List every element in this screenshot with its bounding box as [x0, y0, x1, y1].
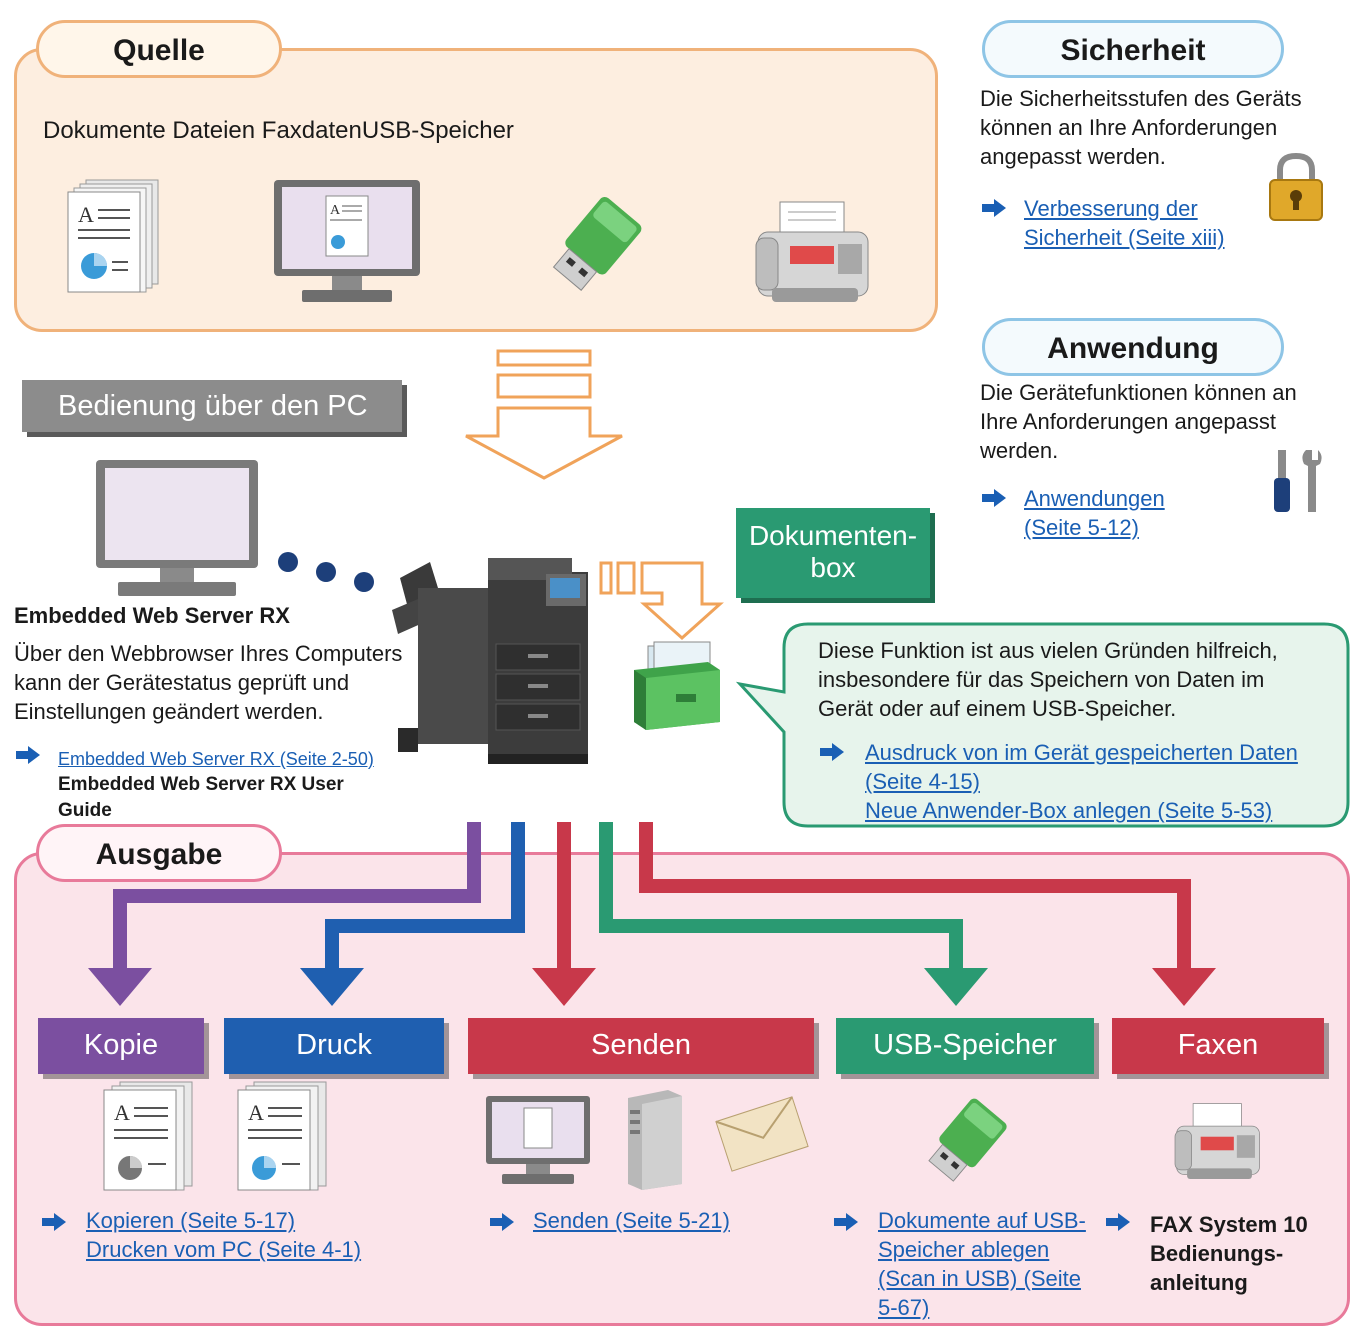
tab-send: Senden	[468, 1018, 814, 1074]
email-envelope-icon	[715, 1096, 809, 1172]
document-box-title-line2: box	[810, 552, 856, 583]
tools-icon	[1274, 450, 1322, 512]
link-arrow-icon	[982, 489, 1006, 507]
stored-data-print-link-line2[interactable]: (Seite 4-15)	[865, 769, 980, 794]
input-arrow	[465, 349, 623, 480]
send-link[interactable]: Senden (Seite 5-21)	[533, 1208, 730, 1233]
embedded-web-server-text: Über den Webbrowser Ihres Computers kann…	[14, 641, 403, 724]
link-arrow-icon	[16, 746, 40, 764]
application-link-line1[interactable]: Anwendungen	[1024, 486, 1165, 511]
padlock-icon	[1269, 152, 1323, 221]
connection-dots	[278, 552, 374, 592]
tab-copy: Kopie	[38, 1018, 204, 1074]
source-title: Quelle	[36, 20, 282, 78]
output-title: Ausgabe	[36, 824, 282, 882]
print-documents-icon: A	[237, 1081, 327, 1191]
pc-operation-title: Bedienung über den PC	[22, 380, 402, 432]
document-box-callout	[735, 622, 1350, 828]
security-link[interactable]: Verbesserung der Sicherheit (Seite xiii)	[1024, 196, 1225, 250]
fax-manual-reference: FAX System 10 Bedienungs-anleitung	[1150, 1212, 1308, 1295]
security-text: Die Sicherheitsstufen des Geräts können …	[980, 86, 1302, 169]
link-arrow-icon	[490, 1213, 514, 1231]
link-arrow-icon	[42, 1213, 66, 1231]
application-link[interactable]: Anwendungen (Seite 5-12)	[1024, 484, 1165, 542]
document-box-text: Diese Funktion ist aus vielen Gründen hi…	[818, 638, 1278, 721]
tab-print: Druck	[224, 1018, 444, 1074]
embedded-web-server-link[interactable]: Embedded Web Server RX (Seite 2-50)	[58, 749, 374, 769]
tab-fax: Faxen	[1112, 1018, 1324, 1074]
monitor-file-icon: A	[274, 180, 420, 302]
usb-stick-icon	[552, 196, 642, 291]
tab-usb-storage: USB-Speicher	[836, 1018, 1094, 1074]
link-arrow-icon	[834, 1213, 858, 1231]
server-icon	[628, 1090, 682, 1190]
storage-arrow	[599, 561, 724, 641]
document-box-title: Dokumenten- box	[736, 508, 930, 598]
print-link[interactable]: Drucken vom PC (Seite 4-1)	[86, 1237, 362, 1262]
stored-data-print-link-line1[interactable]: Ausdruck von im Gerät gespeicherten Date…	[865, 740, 1298, 765]
svg-text:A: A	[78, 202, 94, 227]
fax-machine-icon	[755, 201, 869, 302]
application-text: Die Gerätefunktionen können an Ihre Anfo…	[980, 380, 1297, 463]
output-flow-arrows	[88, 822, 1216, 1006]
link-arrow-icon	[820, 743, 844, 761]
svg-text:A: A	[248, 1100, 264, 1125]
usb-storage-icon	[928, 1098, 1007, 1182]
security-title: Sicherheit	[982, 20, 1284, 78]
stored-data-print-link[interactable]: Ausdruck von im Gerät gespeicherten Date…	[865, 738, 1298, 796]
usb-link[interactable]: Dokumente auf USB-Speicher ablegen (Scan…	[878, 1208, 1086, 1320]
link-arrow-icon	[1106, 1213, 1130, 1231]
send-pc-icon	[486, 1096, 590, 1184]
copy-documents-icon: A	[103, 1081, 193, 1191]
svg-text:A: A	[114, 1100, 130, 1125]
copy-link[interactable]: Kopieren (Seite 5-17)	[86, 1208, 296, 1233]
fax-output-icon	[1174, 1103, 1260, 1179]
svg-text:A: A	[330, 203, 341, 218]
document-box-title-line1: Dokumenten-	[748, 520, 918, 551]
source-types-text: Dokumente Dateien FaxdatenUSB-Speicher	[43, 117, 514, 144]
application-title: Anwendung	[982, 318, 1284, 376]
application-link-line2[interactable]: (Seite 5-12)	[1024, 515, 1139, 540]
multifunction-printer-image	[392, 558, 588, 764]
embedded-web-server-heading: Embedded Web Server RX	[14, 603, 290, 628]
embedded-web-server-guide: Embedded Web Server RX User Guide	[58, 774, 344, 821]
documents-icon: A	[67, 179, 159, 293]
new-user-box-link[interactable]: Neue Anwender-Box anlegen (Seite 5-53)	[865, 798, 1273, 823]
computer-monitor-icon	[96, 460, 258, 596]
link-arrow-icon	[982, 199, 1006, 217]
document-box-icon	[634, 641, 720, 730]
